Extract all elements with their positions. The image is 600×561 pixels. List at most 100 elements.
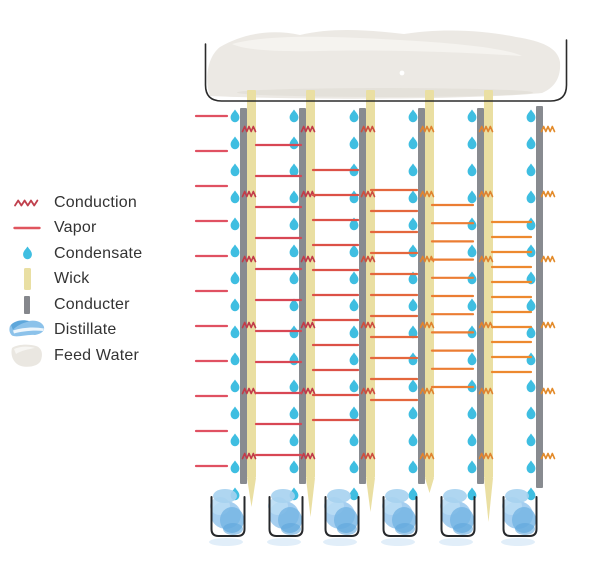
condensate-droplet bbox=[408, 379, 418, 393]
distillate-blob bbox=[213, 489, 237, 503]
feed-water-highlight bbox=[232, 36, 522, 56]
condensate-droplet bbox=[408, 244, 418, 258]
conduction-squiggle bbox=[300, 255, 316, 263]
condensate-droplet bbox=[526, 406, 536, 420]
distillate-blob bbox=[505, 489, 529, 503]
distillate-cup bbox=[210, 496, 246, 537]
condensate-droplet bbox=[526, 217, 536, 231]
legend: Conduction Vapor Condensate Wick Conduct… bbox=[8, 190, 142, 369]
conduction-squiggle bbox=[300, 125, 316, 133]
condensate-droplet bbox=[408, 190, 418, 204]
condensate-droplet bbox=[467, 136, 477, 150]
condensate-droplet bbox=[526, 298, 536, 312]
condensate-droplet bbox=[289, 217, 299, 231]
condensate-droplet bbox=[289, 271, 299, 285]
condensate-droplet bbox=[289, 406, 299, 420]
distillate-blob bbox=[337, 523, 357, 535]
conduction-squiggle bbox=[540, 321, 556, 329]
condensate-droplet bbox=[467, 379, 477, 393]
legend-item-conduction: Conduction bbox=[8, 190, 142, 216]
condensate-droplet bbox=[408, 406, 418, 420]
legend-label-conducter: Conducter bbox=[54, 295, 130, 313]
conductor-bar bbox=[240, 108, 247, 484]
distillate-cup bbox=[324, 496, 360, 537]
condensate-droplet bbox=[349, 136, 359, 150]
wick-tip bbox=[484, 478, 493, 522]
distillate-blob bbox=[453, 523, 473, 535]
conduction-squiggle bbox=[241, 190, 257, 198]
condensate-droplet bbox=[467, 352, 477, 366]
conduction-squiggle bbox=[478, 255, 494, 263]
condensate-droplet bbox=[349, 271, 359, 285]
condensate-droplet bbox=[408, 217, 418, 231]
condensate-droplet bbox=[230, 379, 240, 393]
condensate-droplet bbox=[526, 433, 536, 447]
conduction-squiggle bbox=[300, 321, 316, 329]
condensate-droplet bbox=[526, 379, 536, 393]
legend-label-condensate: Condensate bbox=[54, 244, 143, 262]
condensate-droplet bbox=[230, 271, 240, 285]
condensate-droplet bbox=[408, 298, 418, 312]
condensate-droplet bbox=[526, 136, 536, 150]
condensate-droplet bbox=[467, 163, 477, 177]
conduction-squiggle bbox=[360, 452, 376, 460]
condensate-droplet bbox=[467, 433, 477, 447]
feed-tub-outline bbox=[204, 39, 568, 102]
conducter-icon bbox=[8, 295, 46, 314]
conductor-bar bbox=[359, 108, 366, 484]
conduction-squiggle bbox=[540, 125, 556, 133]
conduction-icon bbox=[8, 198, 46, 208]
condensate-droplet bbox=[349, 406, 359, 420]
conduction-squiggle bbox=[360, 387, 376, 395]
condensate-droplet bbox=[289, 352, 299, 366]
condensate-droplet bbox=[230, 406, 240, 420]
condensate-droplet bbox=[289, 379, 299, 393]
condensate-droplet bbox=[526, 109, 536, 123]
distillate-cup bbox=[440, 496, 476, 537]
legend-item-condensate: Condensate bbox=[8, 241, 142, 267]
vapor-icon bbox=[8, 225, 46, 231]
cup-shadow bbox=[381, 538, 415, 546]
conduction-squiggle bbox=[241, 321, 257, 329]
condensate-droplet bbox=[349, 298, 359, 312]
condensate-droplet bbox=[408, 325, 418, 339]
condensate-droplet bbox=[349, 433, 359, 447]
condensate-droplet bbox=[289, 460, 299, 474]
wick-bar bbox=[425, 90, 434, 478]
distillate-blob bbox=[271, 489, 295, 503]
distillate-blob bbox=[281, 523, 301, 535]
condensate-droplet bbox=[230, 136, 240, 150]
cup-shadow bbox=[323, 538, 357, 546]
condensate-droplet bbox=[467, 298, 477, 312]
wick-bar bbox=[306, 90, 315, 478]
wick-bar bbox=[366, 90, 375, 478]
condensate-droplet bbox=[349, 244, 359, 258]
condensate-droplet bbox=[467, 190, 477, 204]
condensate-droplet bbox=[349, 109, 359, 123]
condensate-droplet bbox=[408, 163, 418, 177]
condensate-droplet bbox=[230, 352, 240, 366]
distillate-swatch-icon bbox=[8, 317, 46, 343]
cup-shadow bbox=[501, 538, 535, 546]
legend-label-feed-water: Feed Water bbox=[54, 346, 139, 364]
legend-label-vapor: Vapor bbox=[54, 219, 97, 237]
distillate-cup bbox=[502, 496, 538, 537]
distillate-cup bbox=[382, 496, 418, 537]
conduction-squiggle bbox=[360, 255, 376, 263]
condensate-droplet bbox=[349, 190, 359, 204]
condensate-droplet bbox=[230, 298, 240, 312]
condensate-droplet bbox=[526, 190, 536, 204]
wick-tip bbox=[247, 478, 256, 507]
condensate-droplet bbox=[289, 190, 299, 204]
legend-item-conducter: Conducter bbox=[8, 292, 142, 318]
legend-item-vapor: Vapor bbox=[8, 216, 142, 242]
conduction-squiggle bbox=[241, 255, 257, 263]
distillate-blob bbox=[223, 523, 243, 535]
conduction-squiggle bbox=[419, 452, 435, 460]
wick-bar bbox=[247, 90, 256, 478]
distillate-cup bbox=[268, 496, 304, 537]
condensate-droplet bbox=[349, 352, 359, 366]
wick-tip bbox=[306, 478, 315, 517]
conduction-squiggle bbox=[540, 452, 556, 460]
